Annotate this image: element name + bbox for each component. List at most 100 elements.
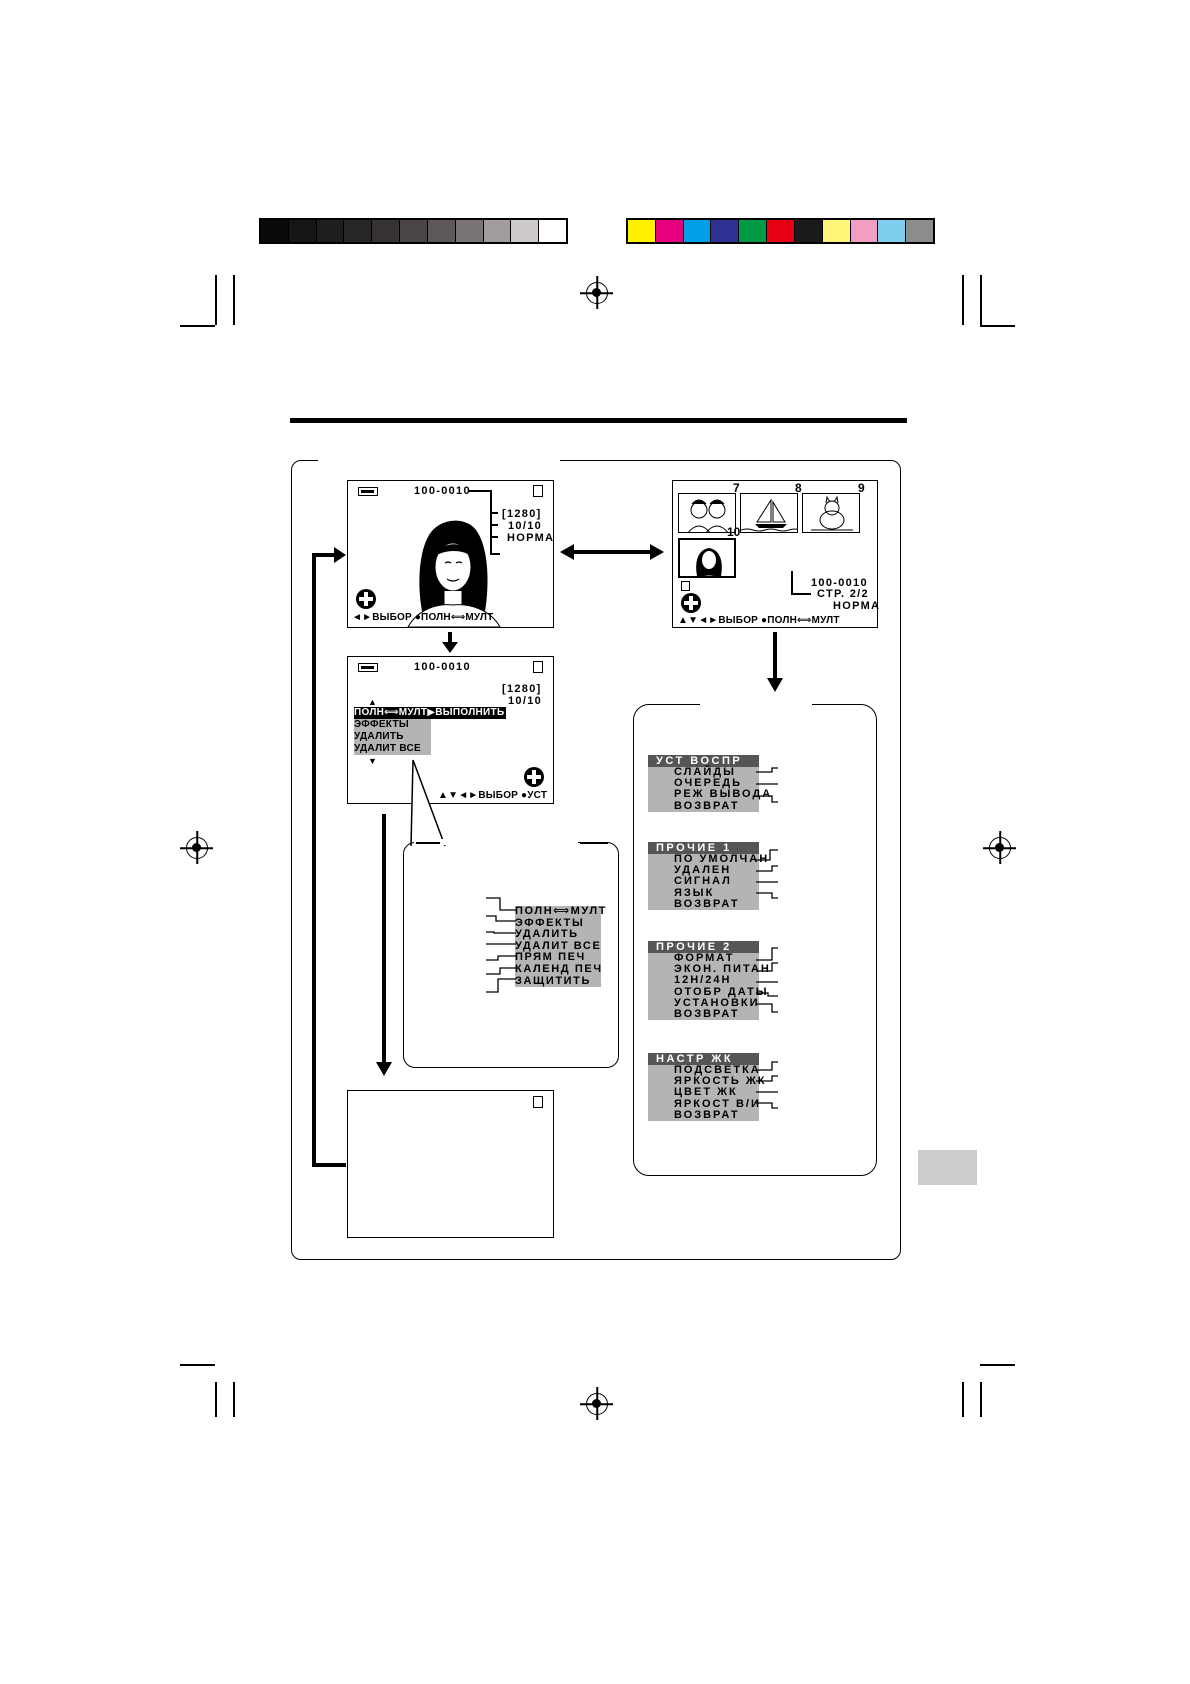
color-swatch <box>739 220 768 242</box>
menu-item[interactable]: УДАЛИТ ВСЕ <box>354 743 431 755</box>
thumbnail-cat <box>802 493 860 533</box>
thumb-number: 9 <box>858 481 865 495</box>
settings-menu-item[interactable]: ОЧЕРЕДЬ <box>648 777 759 790</box>
callout-top <box>580 842 608 844</box>
settings-menu-item[interactable]: УСТАНОВКИ <box>648 997 759 1009</box>
down-arrow-icon <box>376 814 392 1076</box>
crop-mark <box>215 1382 217 1417</box>
settings-menu-item[interactable]: ФОРМАТ <box>648 952 759 965</box>
frame-gap <box>318 457 560 463</box>
settings-menu-item[interactable]: ЦВЕТ ЖК <box>648 1087 759 1099</box>
gray-swatch <box>427 220 456 242</box>
color-swatch <box>794 220 823 242</box>
color-swatch <box>683 220 712 242</box>
gray-swatch <box>344 220 373 242</box>
settings-menu-item[interactable]: 12H/24H <box>648 975 759 987</box>
lcd-screen-full-view: 100-0010 [1280] 10/10 НОРМА ◄►ВЫБОР ●ПОЛ… <box>347 480 554 628</box>
thumb-number: 8 <box>795 481 802 495</box>
quality: НОРМА <box>833 600 881 612</box>
color-swatch <box>711 220 740 242</box>
menu-item[interactable]: УДАЛИТЬ <box>354 731 431 743</box>
lcd-screen-empty <box>347 1090 554 1238</box>
settings-menu-item[interactable]: ЯЗЫК <box>648 887 759 899</box>
crop-mark <box>980 275 982 325</box>
lcd-screen-playback-menu: 100-0010 [1280] 10/10 ▲ ПОЛН⟺МУЛТ▶ВЫПОЛН… <box>347 656 554 804</box>
file-number: 100-0010 <box>414 485 471 497</box>
thumb-number: 7 <box>733 481 740 495</box>
gray-swatch <box>316 220 345 242</box>
gray-swatch <box>511 220 540 242</box>
settings-menu-item[interactable]: ЯРКОСТ В/И <box>648 1098 759 1110</box>
leader-line <box>791 571 793 593</box>
memory-card-icon <box>533 485 543 497</box>
settings-menu-item[interactable]: ПОДСВЕТКА <box>648 1064 759 1077</box>
settings-menu-item[interactable]: ВОЗВРАТ <box>648 800 759 812</box>
side-tab <box>918 1150 977 1185</box>
color-calibration-bar <box>626 218 935 244</box>
grayscale-calibration-bar <box>259 218 568 244</box>
settings-menu-item[interactable]: УДАЛЕН <box>648 864 759 877</box>
double-arrow-icon <box>560 544 664 560</box>
battery-icon <box>358 663 378 672</box>
settings-menu-item[interactable]: СИГНАЛ <box>648 876 759 888</box>
callout-top <box>416 842 440 844</box>
crop-mark <box>980 1382 982 1417</box>
color-swatch <box>850 220 879 242</box>
settings-menu-item[interactable]: СЛАЙДЫ <box>648 766 759 779</box>
callout-menu-item: ЭФФЕКТЫ <box>515 917 601 930</box>
callout-menu-item: КАЛЕНД ПЕЧ <box>515 963 603 976</box>
leader-line <box>791 593 811 595</box>
settings-menu-item[interactable]: ЭКОН. ПИТАН <box>648 963 769 976</box>
page-indicator: СТР. 2/2 <box>817 588 869 600</box>
memory-card-icon <box>533 661 543 673</box>
down-arrow-icon <box>767 632 783 692</box>
crop-mark <box>215 275 217 325</box>
callout-menu-item: УДАЛИТ ВСЕ <box>515 939 602 953</box>
registration-mark-icon <box>586 282 608 304</box>
return-arrow-icon <box>312 547 346 1167</box>
crop-mark <box>980 325 1015 327</box>
leader-line <box>490 512 498 514</box>
settings-menu-item[interactable]: ЯРКОСТЬ ЖК <box>648 1075 765 1088</box>
crop-mark <box>980 1364 1015 1366</box>
settings-menu-item[interactable]: РЕЖ ВЫВОДА <box>648 789 770 801</box>
menu-item[interactable]: ЭФФЕКТЫ <box>354 719 431 731</box>
menu-item-selected[interactable]: ПОЛН⟺МУЛТ▶ВЫПОЛНИТЬ <box>354 707 507 719</box>
settings-menu-item[interactable]: ПО УМОЛЧАН <box>648 853 767 866</box>
settings-menu-item[interactable]: ВОЗВРАТ <box>648 1109 759 1121</box>
down-arrow-icon <box>442 632 458 653</box>
scroll-down-icon: ▼ <box>368 756 379 766</box>
leader-line <box>490 536 498 538</box>
settings-box-gap <box>700 701 812 707</box>
resolution: [1280] <box>502 508 542 520</box>
crop-mark <box>180 1364 215 1366</box>
leader-line <box>468 490 490 492</box>
guide-text: ▲▼◄►ВЫБОР ●ПОЛН⟺МУЛТ <box>678 615 840 626</box>
file-number: 100-0010 <box>811 577 868 589</box>
gray-swatch <box>455 220 484 242</box>
settings-menu-item[interactable]: ВОЗВРАТ <box>648 1008 759 1021</box>
callout-menu-item: ПРЯМ ПЕЧ <box>515 952 601 964</box>
callout-leader-lines <box>486 897 516 993</box>
crop-mark <box>233 1382 235 1417</box>
resolution: [1280] <box>502 683 542 695</box>
guide-text: ▲▼◄►ВЫБОР ●УСТ <box>438 790 548 801</box>
callout-menu-item: УДАЛИТЬ <box>515 929 601 941</box>
battery-icon <box>358 487 378 496</box>
gray-swatch <box>483 220 512 242</box>
woman-portrait-image <box>407 520 501 627</box>
thumbnail-woman-selected[interactable] <box>678 538 736 578</box>
color-swatch <box>878 220 907 242</box>
registration-mark-icon <box>989 837 1011 859</box>
image-count: 10/10 <box>508 520 543 532</box>
color-swatch <box>822 220 851 242</box>
quality: НОРМА <box>507 532 555 544</box>
scroll-up-icon: ▲ <box>368 697 379 707</box>
registration-mark-icon <box>186 837 208 859</box>
gray-swatch <box>400 220 428 242</box>
settings-menu-item[interactable]: ВОЗВРАТ <box>648 898 759 910</box>
thumb-number: 10 <box>727 525 741 539</box>
settings-menu-item[interactable]: ОТОБР ДАТЫ <box>648 986 767 998</box>
color-swatch <box>906 220 933 242</box>
crop-mark <box>962 275 964 325</box>
